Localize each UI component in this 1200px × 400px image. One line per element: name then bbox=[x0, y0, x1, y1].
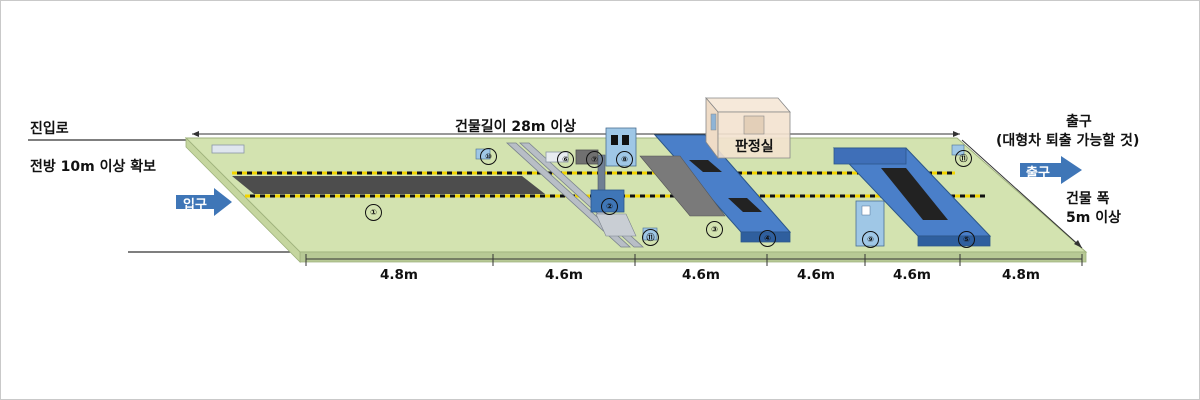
marker-10: ⑩ bbox=[480, 148, 497, 165]
building-width-line bbox=[961, 139, 1083, 249]
exit-arrow-label: 출구 bbox=[1026, 166, 1050, 181]
marker-6: ⑥ bbox=[557, 151, 574, 168]
marker-7: ⑦ bbox=[586, 151, 603, 168]
marker-1: ① bbox=[365, 204, 382, 221]
dimension-label-1: 4.8m bbox=[380, 267, 418, 283]
kiosk-screen bbox=[861, 205, 871, 216]
judge-room-window bbox=[743, 115, 765, 135]
exit-note-label: (대형차 퇴출 가능할 것) bbox=[996, 133, 1140, 149]
marker-11-lower: ⑪ bbox=[642, 229, 659, 246]
exit-arrow bbox=[1020, 156, 1082, 184]
entry-road-label: 진입로 bbox=[30, 121, 69, 137]
judge-room-label: 판정실 bbox=[735, 139, 774, 155]
small-box-top-left bbox=[211, 144, 245, 154]
length-arrow-left bbox=[192, 131, 199, 137]
marker-2: ② bbox=[601, 198, 618, 215]
ramp-3-pad bbox=[639, 155, 726, 217]
entrance-arrow-label: 입구 bbox=[183, 198, 207, 213]
marker-9: ⑨ bbox=[862, 231, 879, 248]
dimension-label-6: 4.8m bbox=[1002, 267, 1040, 283]
marker-8: ⑧ bbox=[616, 151, 633, 168]
dimension-label-5: 4.6m bbox=[893, 267, 931, 283]
device-2-plate bbox=[595, 213, 637, 237]
ramp-5-head bbox=[833, 147, 907, 165]
dimension-label-3: 4.6m bbox=[682, 267, 720, 283]
marker-5: ⑤ bbox=[958, 231, 975, 248]
judge-room-roof bbox=[705, 97, 791, 113]
marker-4: ④ bbox=[759, 230, 776, 247]
ramp-5-slot bbox=[881, 168, 948, 220]
dimension-label-2: 4.6m bbox=[545, 267, 583, 283]
ramp-slot-lower bbox=[728, 198, 762, 212]
length-arrow-right bbox=[953, 131, 960, 137]
marker-3: ③ bbox=[706, 221, 723, 238]
ramp-5-front bbox=[917, 235, 991, 247]
building-length-label: 건물길이 28m 이상 bbox=[455, 119, 577, 135]
ramp-slot-upper bbox=[689, 160, 722, 172]
lane-section-1 bbox=[232, 176, 545, 194]
marker-11-right: ⑪ bbox=[955, 150, 972, 167]
floor-side-edge bbox=[185, 137, 301, 263]
tower-window-left bbox=[611, 135, 618, 145]
width-arrow-bottom bbox=[1074, 240, 1082, 248]
judge-room-front bbox=[717, 111, 791, 159]
floor-front-edge bbox=[299, 251, 1087, 263]
building-width-label-2: 5m 이상 bbox=[1066, 210, 1121, 226]
building-width-label-1: 건물 폭 bbox=[1066, 191, 1110, 207]
front-clearance-label: 전방 10m 이상 확보 bbox=[30, 159, 156, 175]
exit-title-label: 출구 bbox=[1066, 114, 1092, 130]
judge-room-side-window bbox=[710, 113, 717, 131]
dimension-label-4: 4.6m bbox=[797, 267, 835, 283]
dimension-ticks bbox=[305, 254, 1083, 266]
tower-window-right bbox=[622, 135, 629, 145]
entrance-arrow bbox=[176, 188, 232, 216]
